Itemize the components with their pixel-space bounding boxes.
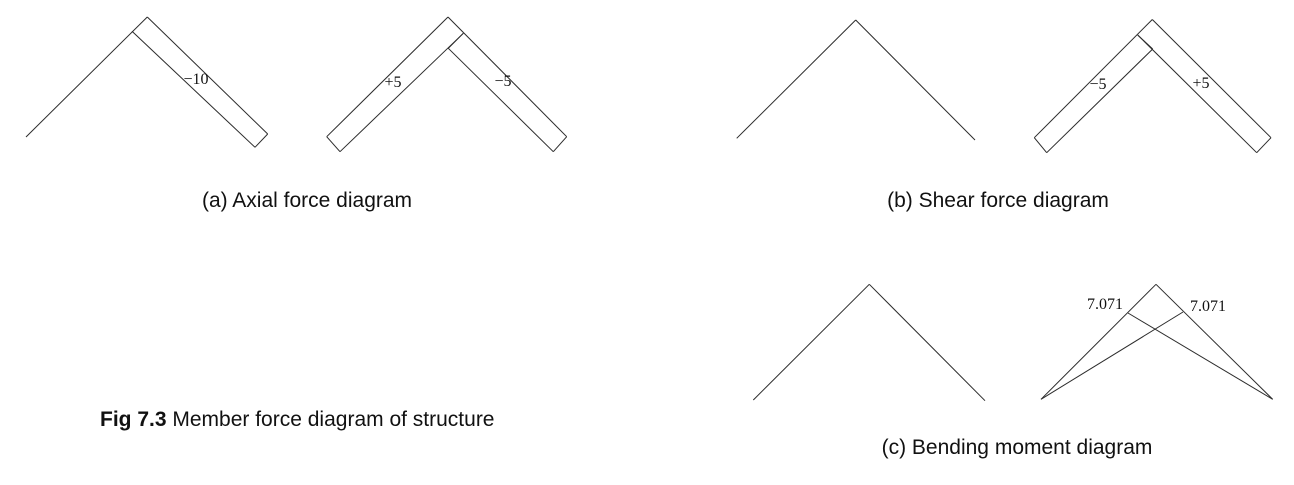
- left-band-end-cap-line: [1033, 137, 1048, 154]
- frame-right-leg-line: [1151, 19, 1272, 139]
- left-band-inner-line: [339, 32, 464, 153]
- right-band-inner-line: [447, 47, 554, 153]
- axial-left-frame: [25, 16, 269, 148]
- frame-right-leg-line: [855, 19, 976, 141]
- frame-left-leg-line: [326, 16, 449, 138]
- moment-line-left-member: [1040, 311, 1184, 400]
- figure-caption-number: Fig 7.3: [100, 408, 167, 431]
- frame-left-leg-line: [1040, 283, 1157, 400]
- caption-shear-force-diagram: (b) Shear force diagram: [887, 189, 1109, 212]
- moment-right-frame: [1040, 283, 1274, 400]
- left-band-end-cap-line: [326, 136, 341, 153]
- right-band-top-cap-line: [447, 32, 464, 49]
- figure-caption: Fig 7.3 Member force diagram of structur…: [100, 407, 495, 432]
- force-band-inner-line: [131, 30, 256, 148]
- frame-left-leg-line: [25, 16, 148, 138]
- shear-right-frame: [1033, 19, 1272, 154]
- shear-left-frame: [736, 19, 976, 141]
- frame-right-leg-line: [868, 283, 986, 402]
- frame-right-leg-line: [1155, 283, 1274, 400]
- right-band-end-cap-line: [552, 136, 568, 153]
- left-band-inner-line: [1046, 48, 1154, 154]
- axial-right-frame-left-value-label: +5: [384, 74, 402, 91]
- frame-left-leg-line: [752, 283, 870, 401]
- force-band-end-cap-line: [254, 133, 269, 148]
- right-band-end-cap-line: [1256, 137, 1272, 154]
- axial-left-frame-value-label: −10: [183, 71, 209, 88]
- shear-right-frame-right-value-label: +5: [1192, 75, 1210, 92]
- moment-left-value-label: 7.071: [1087, 296, 1123, 313]
- frame-right-leg-line: [146, 16, 269, 135]
- frame-right-leg-line: [447, 16, 568, 138]
- axial-right-frame: [326, 16, 568, 153]
- shear-right-frame-left-value-label: −5: [1089, 76, 1107, 93]
- figure-caption-text: Member force diagram of structure: [172, 408, 495, 431]
- right-band-inner-line: [1137, 34, 1258, 154]
- moment-line-right-member: [1127, 312, 1273, 400]
- moment-right-value-label: 7.071: [1190, 298, 1226, 315]
- moment-left-frame: [752, 283, 986, 402]
- caption-axial-force-diagram: (a) Axial force diagram: [201, 189, 413, 212]
- caption-bending-moment-diagram: (c) Bending moment diagram: [881, 436, 1153, 459]
- frame-left-leg-line: [1033, 19, 1153, 139]
- axial-right-frame-right-value-label: −5: [494, 73, 512, 90]
- frame-left-leg-line: [736, 19, 857, 139]
